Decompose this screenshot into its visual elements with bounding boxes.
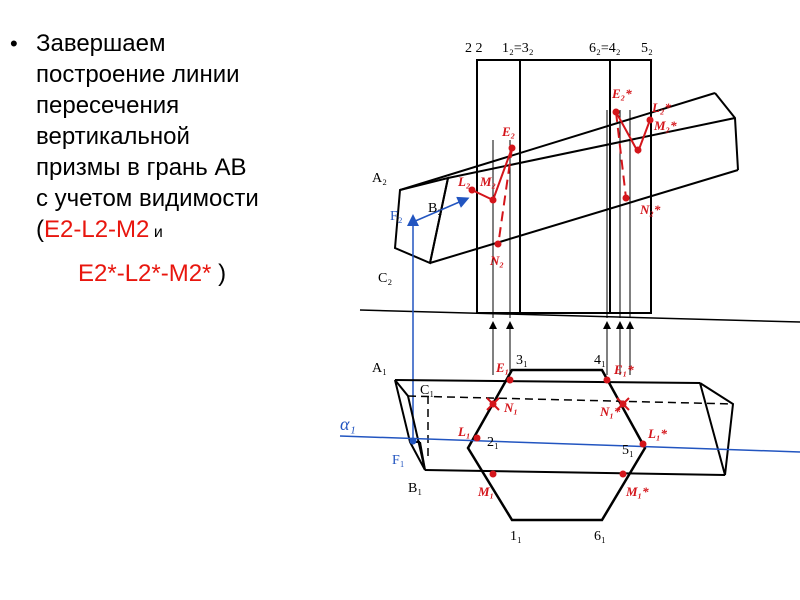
- label-l2: L₂: [457, 174, 470, 189]
- text-line: вертикальной: [36, 123, 190, 150]
- label-e1: E₁: [495, 360, 509, 375]
- label-m2-star: M₂*: [653, 118, 677, 133]
- label-l2-star: L₂*: [651, 100, 671, 115]
- and-word: и: [149, 224, 163, 241]
- label-6-1: 6₁: [594, 529, 606, 544]
- intersection-points-front: [468, 108, 654, 248]
- label-1-3: 1₂=3₂: [502, 41, 534, 56]
- label-1-1: 1₁: [510, 529, 522, 544]
- label-e2: E₂: [501, 124, 515, 139]
- red-term-visible: Е2-L2-М2: [44, 216, 150, 243]
- intersection-line-front: [471, 111, 651, 247]
- text-line-mixed: (Е2-L2-М2 и: [36, 214, 360, 248]
- label-c1: C₁: [420, 383, 434, 398]
- text-line: Завершаем: [36, 30, 166, 57]
- label-alpha1: α₁: [340, 414, 356, 434]
- label-b2: B₂: [428, 201, 442, 216]
- label-b1: B₁: [408, 481, 422, 496]
- label-l1-star: L₁*: [647, 426, 667, 441]
- label-4-1: 4₁: [594, 353, 606, 368]
- label-2-1: 2₁: [487, 435, 499, 450]
- plane-alpha1-line: [339, 435, 800, 453]
- hidden-edges-top: [407, 395, 734, 460]
- label-m1-star: M₁*: [625, 484, 649, 499]
- red-term-star: Е2*-L2*-М2*: [78, 260, 212, 287]
- label-n2: N₂: [489, 253, 504, 268]
- label-n1-star: N₁*: [599, 404, 621, 419]
- slide-text: • Завершаем построение линии пересечения…: [10, 28, 360, 289]
- label-m2: M₂: [479, 174, 496, 189]
- text-line-red: Е2*-L2*-М2* ): [36, 258, 360, 289]
- label-f1: F₁: [392, 453, 405, 468]
- vertical-prism-front: [476, 59, 652, 314]
- label-3-1: 3₁: [516, 353, 528, 368]
- label-n2-star: N₂*: [639, 202, 661, 217]
- hexagon-top: [466, 368, 647, 522]
- label-a1: A₁: [372, 361, 387, 376]
- label-5-2: 5₂: [641, 41, 653, 56]
- paren-open: (: [36, 216, 44, 243]
- bullet-item: • Завершаем построение линии пересечения…: [10, 28, 360, 289]
- label-2-2: 2 2: [465, 41, 483, 56]
- horizontal-prism-top: [394, 379, 735, 476]
- label-e1-star: E₁*: [613, 362, 634, 377]
- label-e2-star: E₂*: [611, 86, 632, 101]
- horizontal-prism-front: [393, 92, 739, 265]
- label-n1: N₁: [503, 400, 518, 415]
- label-l1: L₁: [457, 424, 470, 439]
- label-f2: F₂: [390, 209, 403, 224]
- cross-marks-top: [486, 397, 630, 411]
- paren-close: ): [218, 260, 227, 287]
- label-a2: A₂: [372, 171, 387, 186]
- axis-line-x12: [359, 309, 800, 323]
- label-c2: C₂: [378, 271, 392, 286]
- text-line: построение линии: [36, 61, 240, 88]
- intersection-points-top: [409, 376, 647, 478]
- bullet-text: Завершаем построение линии пересечения в…: [36, 28, 360, 289]
- label-6-4: 6₂=4₂: [589, 41, 621, 56]
- text-line: призмы в грань АВ: [36, 154, 247, 181]
- bullet-icon: •: [10, 31, 18, 56]
- label-m1: M₁: [477, 484, 494, 499]
- text-line: с учетом видимости: [36, 185, 259, 212]
- label-5-1: 5₁: [622, 443, 634, 458]
- text-line: пересечения: [36, 92, 180, 119]
- projection-line-f: [407, 196, 470, 440]
